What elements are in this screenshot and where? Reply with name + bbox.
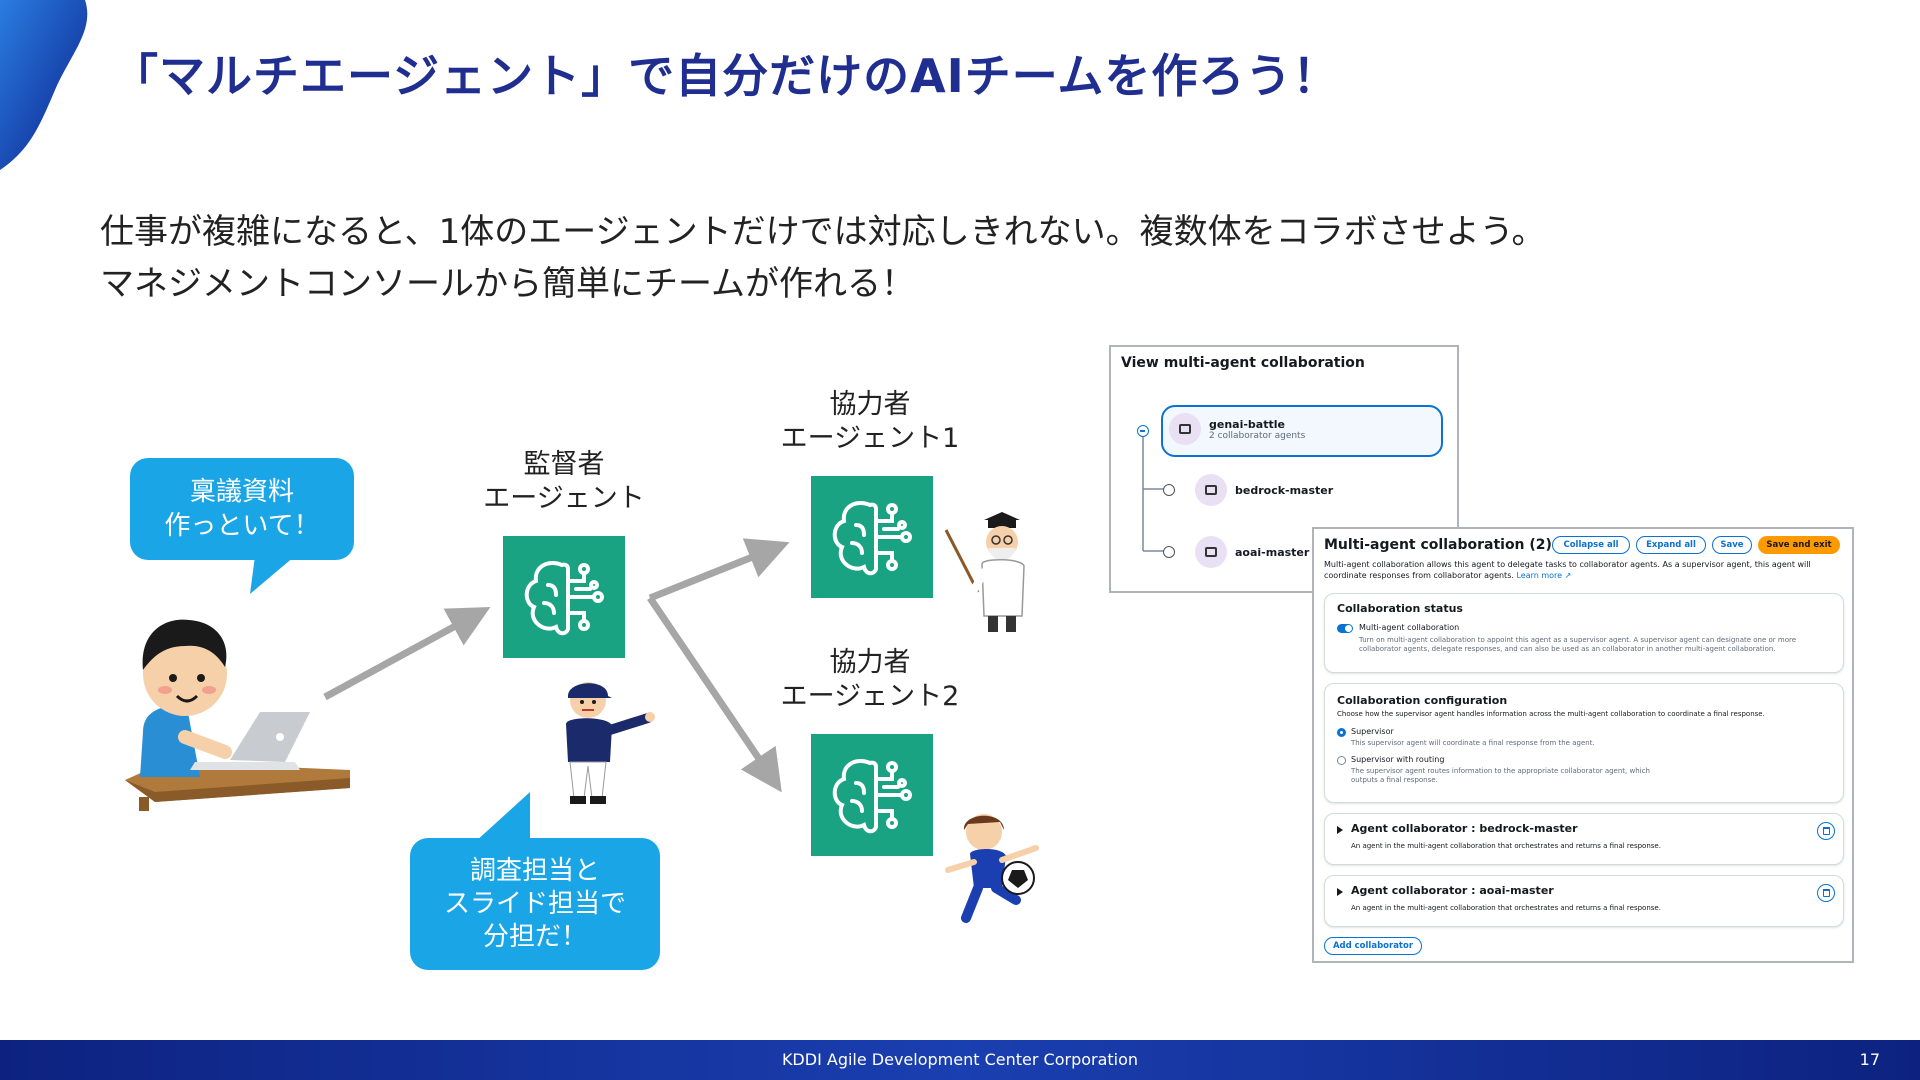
user-at-laptop-illustration <box>125 619 350 811</box>
agent-collaborator-card-bedrock[interactable]: Agent collaborator : bedrock-master An a… <box>1324 813 1844 865</box>
collaboration-status-card: Collaboration status Multi-agent collabo… <box>1324 593 1844 673</box>
child-agent-name: bedrock-master <box>1235 483 1334 497</box>
supervisor-bubble-line-2: スライド担当で <box>443 888 626 919</box>
collaborator1-label-line-2: エージェント1 <box>780 423 960 454</box>
collaboration-configuration-title: Collaboration configuration <box>1337 694 1508 707</box>
professor-illustration <box>944 512 1025 632</box>
arrow-supervisor-to-collab2 <box>647 596 782 793</box>
agent-icon <box>1169 413 1201 445</box>
soccer-player-illustration <box>945 814 1039 923</box>
tree-node-dot <box>1163 546 1175 558</box>
child-agent-node-bedrock[interactable]: bedrock-master <box>1195 474 1333 506</box>
slide-subtitle: 仕事が複雑になると、1体のエージェントだけでは対応しきれない。複数体をコラボさせ… <box>100 206 1546 310</box>
supervisor-with-routing-radio[interactable] <box>1337 756 1346 765</box>
child-agent-name: aoai-master <box>1235 545 1310 559</box>
external-link-icon: ↗ <box>1564 571 1572 580</box>
corner-decoration <box>0 0 88 170</box>
settings-panel-title: Multi-agent collaboration (2) <box>1324 537 1552 553</box>
multi-agent-toggle-description: Turn on multi-agent collaboration to app… <box>1359 636 1797 653</box>
agent-icon <box>1195 536 1227 568</box>
supervisor-with-routing-label: Supervisor with routing <box>1351 755 1445 764</box>
agent-collaborator-card-aoai[interactable]: Agent collaborator : aoai-master An agen… <box>1324 875 1844 927</box>
root-agent-name: genai-battle <box>1209 417 1285 431</box>
root-agent-node-content: genai-battle 2 collaborator agents <box>1169 413 1305 445</box>
expand-caret-icon[interactable] <box>1337 888 1343 896</box>
supervisor-with-routing-description-2: outputs a final response. <box>1351 776 1438 784</box>
footer-company: KDDI Agile Development Center Corporatio… <box>781 1050 1139 1069</box>
supervisor-bubble-line-1: 調査担当と <box>469 855 600 886</box>
brain-circuit-icon <box>832 759 912 834</box>
user-bubble-line-2: 作っといて！ <box>164 511 320 541</box>
collaborator2-agent-box <box>811 734 933 856</box>
brain-circuit-icon <box>524 561 604 636</box>
view-collaboration-panel: View multi-agent collaboration genai-bat… <box>1109 345 1459 593</box>
collaborator-description-bedrock: An agent in the multi-agent collaboratio… <box>1351 842 1661 850</box>
tree-node-dot <box>1163 484 1175 496</box>
collaborator2-label-line-2: エージェント2 <box>780 681 960 712</box>
subtitle-line-1: 仕事が複雑になると、1体のエージェントだけでは対応しきれない。複数体をコラボさせ… <box>100 212 1546 252</box>
supervisor-with-routing-description-1: The supervisor agent routes information … <box>1351 767 1650 775</box>
arrow-supervisor-to-collab1 <box>648 538 790 602</box>
slide-footer: KDDI Agile Development Center Corporatio… <box>0 1040 1920 1080</box>
supervisor-label-line-1: 監督者 <box>523 449 605 480</box>
subtitle-line-2: マネジメントコンソールから簡単にチームが作れる！ <box>100 264 915 304</box>
add-collaborator-button[interactable]: Add collaborator <box>1324 937 1422 955</box>
save-and-exit-button[interactable]: Save and exit <box>1758 536 1840 554</box>
footer-page-number: 17 <box>1859 1050 1880 1069</box>
coach-illustration <box>566 682 655 804</box>
collaboration-settings-panel: Multi-agent collaboration (2) Collapse a… <box>1312 527 1854 963</box>
collaborator1-agent-box <box>811 476 933 598</box>
user-speech-bubble: 稟議資料 作っといて！ <box>130 458 354 560</box>
supervisor-option-description: This supervisor agent will coordinate a … <box>1351 739 1595 747</box>
child-agent-node-aoai[interactable]: aoai-master <box>1195 536 1309 568</box>
collaboration-status-title: Collaboration status <box>1337 602 1463 615</box>
root-agent-node[interactable] <box>1161 405 1443 457</box>
collaborator2-label: 協力者 エージェント2 <box>770 646 970 714</box>
brain-circuit-icon <box>832 501 912 576</box>
supervisor-agent-box <box>503 536 625 658</box>
slide-title: 「マルチエージェント」で自分だけのAIチームを作ろう！ <box>112 49 1340 103</box>
delete-collaborator-icon[interactable] <box>1817 822 1835 840</box>
expand-all-button[interactable]: Expand all <box>1636 536 1706 554</box>
multi-agent-toggle-label: Multi-agent collaboration <box>1359 623 1460 632</box>
settings-description-text: Multi-agent collaboration allows this ag… <box>1324 560 1811 580</box>
tree-connector-lines <box>1142 431 1165 552</box>
settings-description: Multi-agent collaboration allows this ag… <box>1324 559 1844 581</box>
root-agent-subtitle: 2 collaborator agents <box>1209 430 1306 441</box>
collapse-all-button[interactable]: Collapse all <box>1552 536 1630 554</box>
supervisor-radio[interactable] <box>1337 728 1346 737</box>
collaboration-configuration-description: Choose how the supervisor agent handles … <box>1337 710 1765 718</box>
supervisor-bubble-tail <box>475 792 530 842</box>
user-bubble-line-1: 稟議資料 <box>189 477 294 507</box>
learn-more-link[interactable]: Learn more <box>1516 571 1563 580</box>
collaborator2-label-line-1: 協力者 <box>829 647 911 678</box>
supervisor-label-line-2: エージェント <box>483 483 645 514</box>
collaborator-title-bedrock: Agent collaborator : bedrock-master <box>1351 822 1578 835</box>
collaborator1-label-line-1: 協力者 <box>829 389 911 420</box>
user-bubble-tail <box>250 556 295 594</box>
supervisor-bubble-line-3: 分担だ！ <box>482 921 587 952</box>
tree-collapse-icon[interactable] <box>1137 425 1149 437</box>
supervisor-label: 監督者 エージェント <box>476 448 652 516</box>
collaborator1-label: 協力者 エージェント1 <box>770 388 970 456</box>
agent-icon <box>1195 474 1227 506</box>
expand-caret-icon[interactable] <box>1337 826 1343 834</box>
supervisor-speech-bubble: 調査担当と スライド担当で 分担だ！ <box>410 838 660 970</box>
delete-collaborator-icon[interactable] <box>1817 884 1835 902</box>
save-button[interactable]: Save <box>1712 536 1752 554</box>
collaboration-configuration-card: Collaboration configuration Choose how t… <box>1324 683 1844 803</box>
supervisor-option-label: Supervisor <box>1351 727 1394 736</box>
multi-agent-toggle[interactable] <box>1337 624 1353 633</box>
collaborator-title-aoai: Agent collaborator : aoai-master <box>1351 884 1554 897</box>
collaborator-description-aoai: An agent in the multi-agent collaboratio… <box>1351 904 1661 912</box>
view-collaboration-title: View multi-agent collaboration <box>1121 355 1365 371</box>
